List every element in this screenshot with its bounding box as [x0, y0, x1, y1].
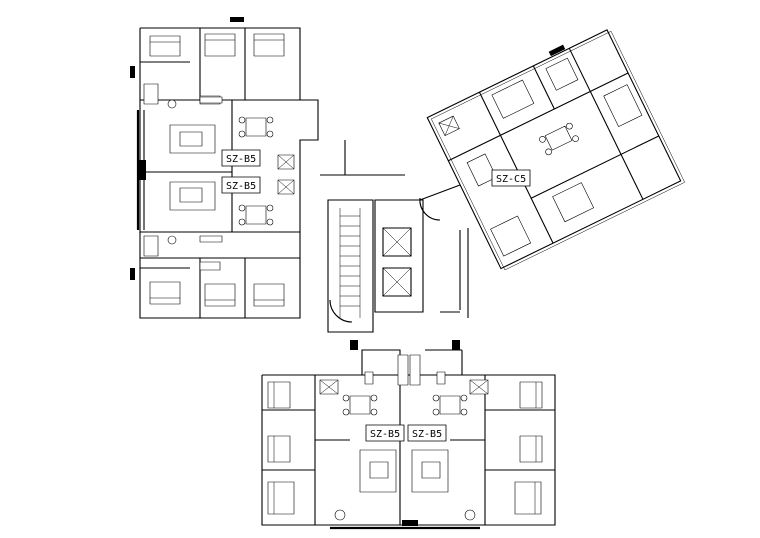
unit-label-bottom-right: SZ-B5	[412, 429, 442, 440]
corridor	[420, 185, 468, 318]
unit-label-top-left-lower: SZ-B5	[226, 181, 256, 192]
central-core	[320, 140, 423, 332]
unit-bottom-walls	[262, 340, 555, 528]
unit-label-box	[408, 425, 446, 441]
unit-label-top-left-upper: SZ-B5	[226, 154, 256, 165]
unit-label-box	[492, 170, 530, 186]
unit-right-walls	[425, 23, 685, 271]
unit-label-bottom-left: SZ-B5	[370, 429, 400, 440]
unit-label-right: SZ-C5	[496, 174, 526, 185]
unit-label-box	[222, 150, 260, 166]
unit-label-box	[366, 425, 404, 441]
unit-label-box	[222, 177, 260, 193]
unit-top-left-walls	[130, 17, 318, 318]
